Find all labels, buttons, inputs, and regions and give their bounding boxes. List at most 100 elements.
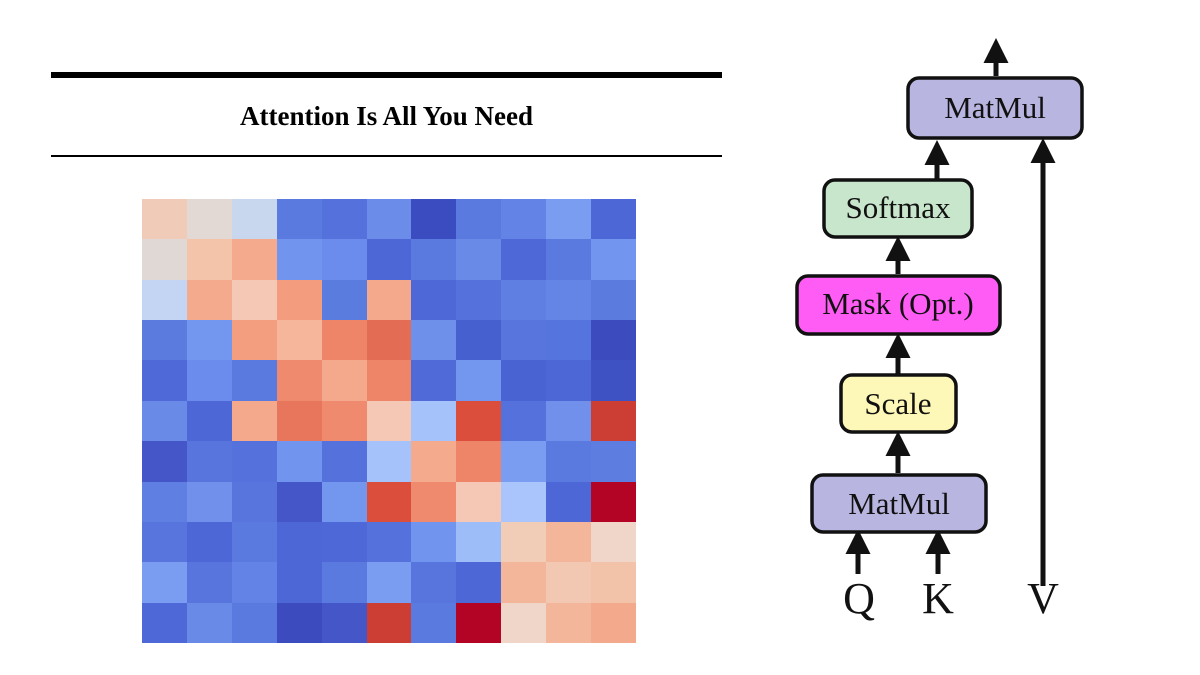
title-top-rule (51, 72, 722, 78)
input-v-label: V (1027, 574, 1059, 623)
heatmap-cell-r10-c4 (321, 602, 367, 643)
heatmap-cell-r6-c9 (546, 441, 592, 482)
mask-block: Mask (Opt.) (795, 274, 1002, 336)
heatmap-cell-r6-c8 (501, 441, 547, 482)
heatmap-cell-r4-c2 (231, 360, 277, 401)
heatmap-cell-r8-c3 (276, 521, 322, 563)
heatmap-cell-r10-c7 (456, 602, 502, 643)
heatmap-cell-r7-c6 (411, 481, 457, 522)
heatmap-cell-r8-c2 (231, 521, 277, 563)
mask-label: Mask (Opt.) (822, 286, 974, 321)
heatmap-cell-r8-c7 (456, 521, 502, 563)
heatmap-cell-r6-c7 (456, 441, 502, 482)
heatmap-cell-r0-c3 (276, 199, 322, 240)
heatmap-cell-r5-c3 (276, 400, 322, 442)
heatmap-cell-r8-c8 (501, 521, 547, 563)
heatmap-cell-r3-c5 (366, 320, 412, 361)
heatmap-cell-r10-c10 (591, 602, 636, 643)
heatmap-cell-r8-c10 (591, 521, 636, 563)
heatmap-cell-r5-c2 (231, 400, 277, 442)
heatmap-cell-r1-c8 (501, 239, 547, 280)
heatmap-cell-r7-c5 (366, 481, 412, 522)
heatmap-cell-r0-c9 (546, 199, 592, 240)
heatmap-cell-r2-c5 (366, 279, 412, 321)
heatmap-cell-r10-c9 (546, 602, 592, 643)
heatmap-cell-r0-c8 (501, 199, 547, 240)
heatmap-cell-r2-c9 (546, 279, 592, 321)
heatmap-cell-r1-c6 (411, 239, 457, 280)
heatmap-cell-r4-c1 (186, 360, 232, 401)
attention-heatmap (142, 199, 636, 643)
heatmap-cell-r0-c6 (411, 199, 457, 240)
heatmap-cell-r9-c0 (142, 562, 187, 603)
heatmap-cell-r2-c10 (591, 279, 636, 321)
heatmap-cell-r7-c9 (546, 481, 592, 522)
heatmap-cell-r3-c0 (142, 320, 187, 361)
heatmap-cell-r1-c5 (366, 239, 412, 280)
heatmap-cell-r4-c9 (546, 360, 592, 401)
heatmap-cell-r6-c5 (366, 441, 412, 482)
matmul-bottom-block: MatMul (810, 473, 988, 534)
heatmap-cell-r1-c9 (546, 239, 592, 280)
scale-label: Scale (864, 386, 931, 421)
heatmap-cell-r8-c0 (142, 521, 187, 563)
heatmap-cell-r7-c3 (276, 481, 322, 522)
heatmap-cell-r6-c4 (321, 441, 367, 482)
heatmap-cell-r0-c7 (456, 199, 502, 240)
heatmap-cell-r4-c8 (501, 360, 547, 401)
heatmap-cell-r2-c4 (321, 279, 367, 321)
heatmap-cell-r9-c7 (456, 562, 502, 603)
heatmap-cell-r0-c1 (186, 199, 232, 240)
heatmap-cell-r2-c2 (231, 279, 277, 321)
title-bottom-rule (51, 155, 722, 157)
input-q-label: Q (843, 574, 875, 623)
heatmap-cell-r9-c1 (186, 562, 232, 603)
heatmap-cell-r7-c2 (231, 481, 277, 522)
heatmap-cell-r3-c2 (231, 320, 277, 361)
heatmap-cell-r5-c9 (546, 400, 592, 442)
heatmap-cell-r1-c0 (142, 239, 187, 280)
heatmap-cell-r10-c2 (231, 602, 277, 643)
heatmap-cell-r5-c1 (186, 400, 232, 442)
heatmap-cell-r5-c6 (411, 400, 457, 442)
heatmap-cell-r9-c9 (546, 562, 592, 603)
softmax-label: Softmax (845, 190, 951, 225)
heatmap-cell-r10-c6 (411, 602, 457, 643)
heatmap-cell-r5-c8 (501, 400, 547, 442)
heatmap-cell-r10-c3 (276, 602, 322, 643)
matmul-bottom-box (810, 473, 988, 534)
heatmap-cell-r2-c8 (501, 279, 547, 321)
scale-block: Scale (839, 373, 958, 434)
heatmap-cell-r4-c0 (142, 360, 187, 401)
heatmap-cell-r9-c10 (591, 562, 636, 603)
heatmap-cell-r1-c2 (231, 239, 277, 280)
heatmap-cell-r4-c10 (591, 360, 636, 401)
heatmap-cell-r8-c5 (366, 521, 412, 563)
heatmap-cell-r4-c3 (276, 360, 322, 401)
heatmap-cell-r8-c1 (186, 521, 232, 563)
heatmap-cell-r9-c5 (366, 562, 412, 603)
heatmap-cell-r4-c6 (411, 360, 457, 401)
heatmap-cell-r1-c7 (456, 239, 502, 280)
heatmap-cell-r6-c1 (186, 441, 232, 482)
heatmap-cell-r0-c2 (231, 199, 277, 240)
heatmap-cell-r6-c3 (276, 441, 322, 482)
heatmap-cell-r7-c1 (186, 481, 232, 522)
heatmap-cell-r7-c8 (501, 481, 547, 522)
heatmap-cell-r9-c2 (231, 562, 277, 603)
heatmap-cell-r3-c4 (321, 320, 367, 361)
heatmap-cell-r5-c5 (366, 400, 412, 442)
heatmap-cell-r2-c3 (276, 279, 322, 321)
heatmap-cell-r10-c1 (186, 602, 232, 643)
heatmap-cell-r0-c5 (366, 199, 412, 240)
heatmap-cell-r2-c7 (456, 279, 502, 321)
matmul-top-box (906, 76, 1084, 140)
mask-box (795, 274, 1002, 336)
heatmap-cell-r3-c10 (591, 320, 636, 361)
heatmap-cell-r7-c7 (456, 481, 502, 522)
heatmap-cell-r2-c0 (142, 279, 187, 321)
heatmap-cell-r2-c1 (186, 279, 232, 321)
heatmap-cell-r10-c8 (501, 602, 547, 643)
softmax-box (822, 178, 974, 239)
